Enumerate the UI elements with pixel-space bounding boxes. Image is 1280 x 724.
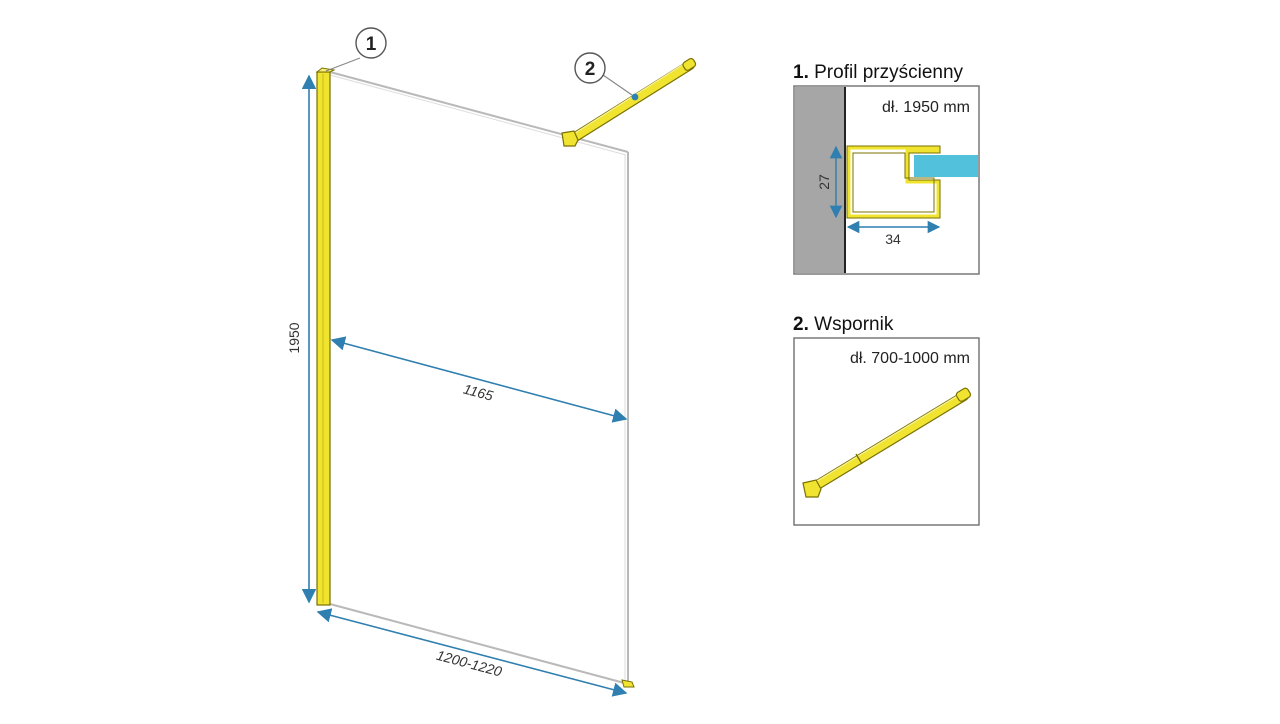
- bracket-panel-frame: [793, 337, 980, 526]
- height-dimension-label: 1950: [286, 322, 302, 353]
- callout-2: 2: [574, 52, 633, 96]
- bracket-detail-panel: 2. Wspornik dł. 700-1000 mm: [793, 314, 980, 526]
- bracket-joint: [631, 93, 639, 101]
- profile-panel-title: 1. Profil przyścienny: [793, 62, 964, 83]
- profile-depth-dimension: 27: [816, 145, 843, 219]
- bracket-length-label: dł. 700-1000 mm: [850, 350, 970, 367]
- profile-width-dimension: 34: [846, 220, 941, 247]
- total-width-dimension: 1200-1220: [316, 608, 628, 697]
- profile-cross-section: [846, 145, 941, 219]
- support-bracket: [561, 57, 697, 147]
- main-drawing: 1950 1165 1200-1220 1 2: [286, 27, 697, 697]
- profile-panel-number: 1.: [793, 62, 809, 83]
- glass-inner-top-edge: [329, 74, 627, 156]
- height-dimension: 1950: [286, 74, 317, 604]
- inner-width-dimension: 1165: [330, 336, 628, 423]
- wall-profile: [315, 67, 336, 606]
- profile-length-label: dł. 1950 mm: [882, 99, 970, 116]
- callout-1-label: 1: [366, 34, 377, 55]
- callout-1: 1: [325, 27, 387, 72]
- profile-width-label: 34: [885, 231, 901, 247]
- callout-2-label: 2: [585, 59, 596, 80]
- bracket-panel-title: 2. Wspornik: [793, 314, 894, 335]
- profile-panel-title-text: Profil przyścienny: [809, 62, 964, 83]
- bracket-rod: [802, 387, 972, 498]
- profile-detail-panel: 1. Profil przyścienny dł. 1950 mm 27 34: [793, 62, 980, 275]
- bracket-rod-joint: [855, 453, 863, 465]
- inner-width-label: 1165: [462, 381, 495, 404]
- bottom-fitting: [621, 679, 635, 688]
- bracket-panel-number: 2.: [793, 314, 809, 335]
- glass-top-edge: [329, 71, 629, 153]
- bracket-panel-title-text: Wspornik: [809, 314, 894, 335]
- glass-panel: [329, 71, 629, 685]
- glass-insert: [914, 155, 978, 177]
- profile-depth-label: 27: [816, 174, 832, 190]
